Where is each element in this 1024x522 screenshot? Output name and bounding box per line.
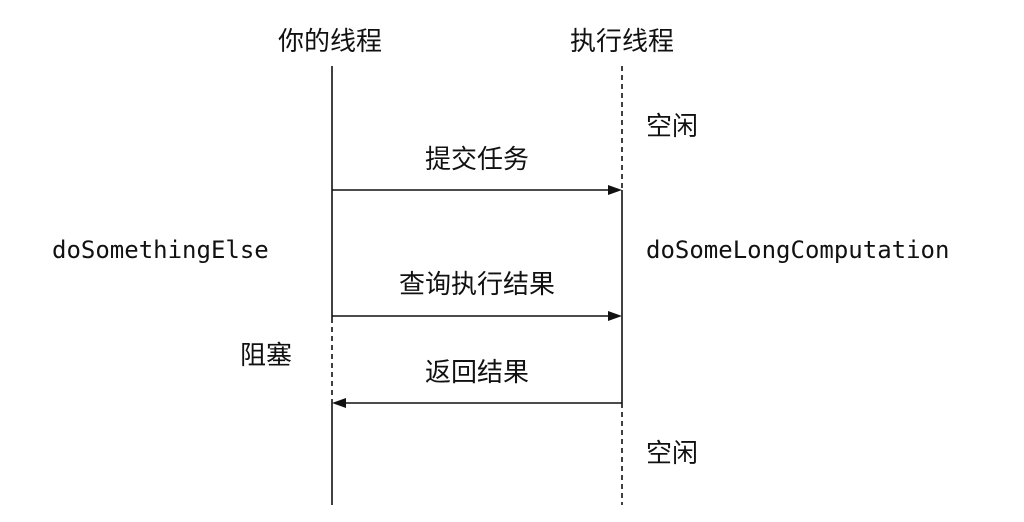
do-something-else-label: doSomethingElse [52, 236, 269, 264]
your-thread-title: 你的线程 [278, 27, 382, 57]
idle-label-top: 空闲 [646, 112, 698, 142]
submit-task-label: 提交任务 [425, 145, 529, 175]
return-result-label: 返回结果 [425, 358, 529, 388]
submit-task-arrowhead [608, 185, 622, 195]
do-some-long-computation-label: doSomeLongComputation [646, 236, 949, 264]
blocked-label: 阻塞 [240, 341, 292, 371]
query-result-arrowhead [608, 311, 622, 321]
executor-thread-title: 执行线程 [570, 27, 674, 57]
query-result-label: 查询执行结果 [399, 270, 555, 300]
idle-label-bottom: 空闲 [646, 439, 698, 469]
return-result-arrowhead [332, 398, 346, 408]
